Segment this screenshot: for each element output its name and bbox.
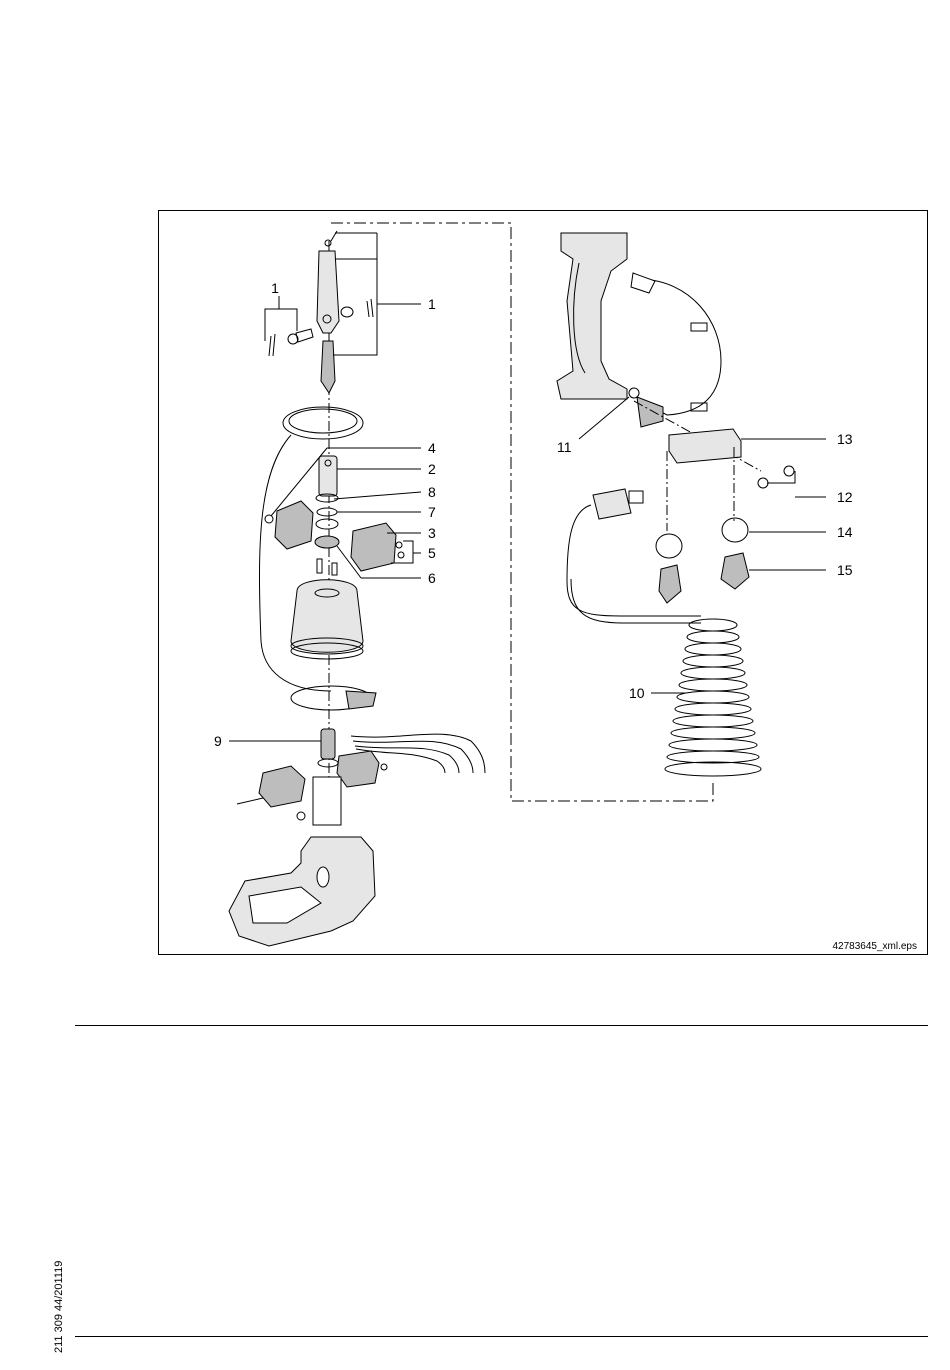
callout-5: 5 <box>428 545 436 561</box>
callout-11: 11 <box>557 439 572 455</box>
callout-6: 6 <box>428 570 436 586</box>
figure-file-id: 42783645_xml.eps <box>832 941 917 952</box>
document-code: 211 309 44/201119 <box>53 1261 65 1353</box>
callout-10: 10 <box>629 685 645 701</box>
callout-7: 7 <box>428 504 436 520</box>
exploded-parts-drawing: 1 1 2 3 4 5 6 7 8 9 10 11 12 13 14 15 42… <box>159 211 929 956</box>
callout-12: 12 <box>837 489 853 505</box>
footer-divider <box>75 1336 928 1337</box>
callout-3: 3 <box>428 525 436 541</box>
callout-2: 2 <box>428 461 436 477</box>
callout-1-right: 1 <box>428 296 436 312</box>
callout-4: 4 <box>428 440 436 456</box>
callout-13: 13 <box>837 431 853 447</box>
callout-8: 8 <box>428 484 436 500</box>
exploded-view-figure: 1 1 2 3 4 5 6 7 8 9 10 11 12 13 14 15 42… <box>158 210 928 955</box>
callout-15: 15 <box>837 562 853 578</box>
section-divider <box>75 1025 928 1026</box>
callout-1-left: 1 <box>271 280 279 296</box>
callout-14: 14 <box>837 524 853 540</box>
callout-9: 9 <box>214 733 222 749</box>
